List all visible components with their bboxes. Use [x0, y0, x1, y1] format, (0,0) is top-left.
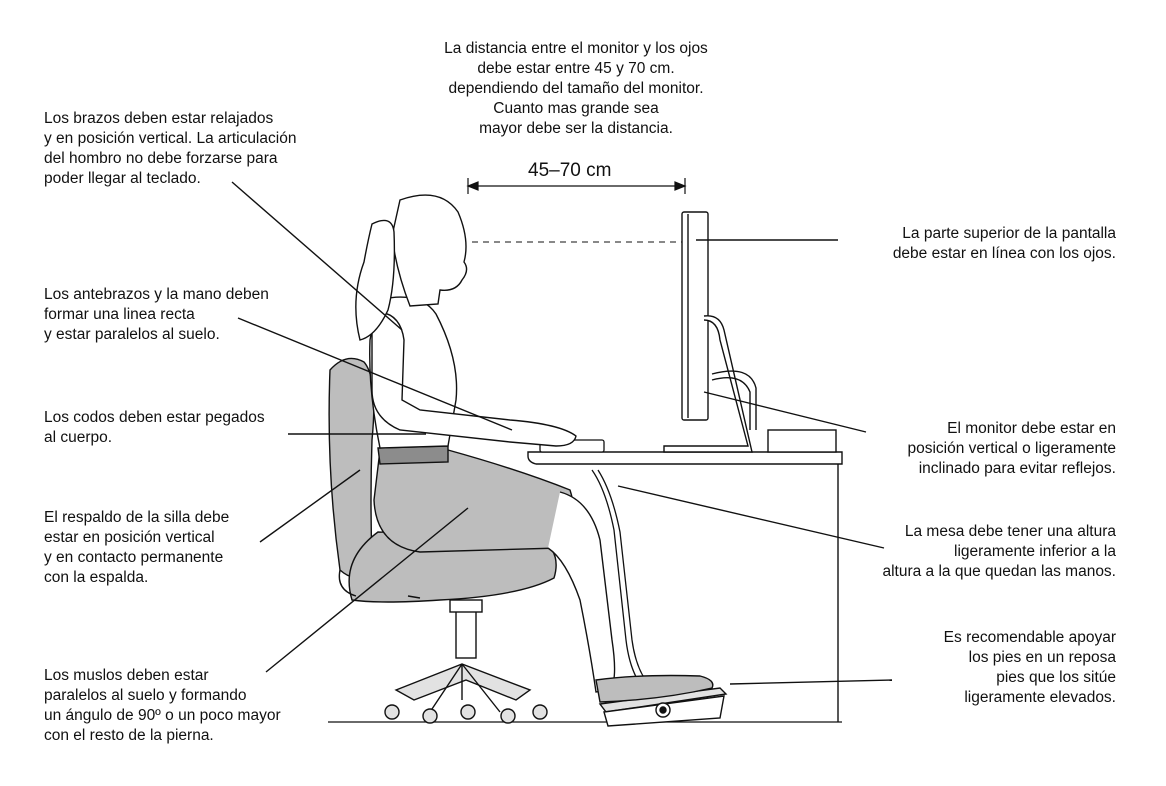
label-thighs: Los muslos deben estar paralelos al suel…: [44, 667, 281, 744]
distance-arrow: [466, 178, 687, 194]
label-footrest: Es recomendable apoyar los pies en un re…: [943, 629, 1116, 706]
distance-measure-label: 45–70 cm: [528, 160, 612, 181]
chair: [328, 357, 557, 724]
person: [355, 194, 714, 703]
monitor: [663, 211, 757, 453]
label-monitor: El monitor debe estar en posición vertic…: [907, 420, 1117, 477]
desk-device: [767, 429, 837, 453]
label-screen-top: La parte superior de la pantalla debe es…: [892, 225, 1116, 262]
label-elbows: Los codos deben estar pegados al cuerpo.: [44, 409, 265, 446]
label-distance: La distancia entre el monitor y los ojos…: [444, 40, 708, 137]
leader-lines: [231, 181, 893, 685]
label-desk: La mesa debe tener una altura ligerament…: [882, 523, 1116, 580]
label-arms: Los brazos deben estar relajados y en po…: [44, 110, 297, 187]
label-forearms: Los antebrazos y la mano deben formar un…: [44, 286, 269, 343]
label-backrest: El respaldo de la silla debe estar en po…: [44, 509, 230, 586]
desk: [527, 451, 843, 722]
